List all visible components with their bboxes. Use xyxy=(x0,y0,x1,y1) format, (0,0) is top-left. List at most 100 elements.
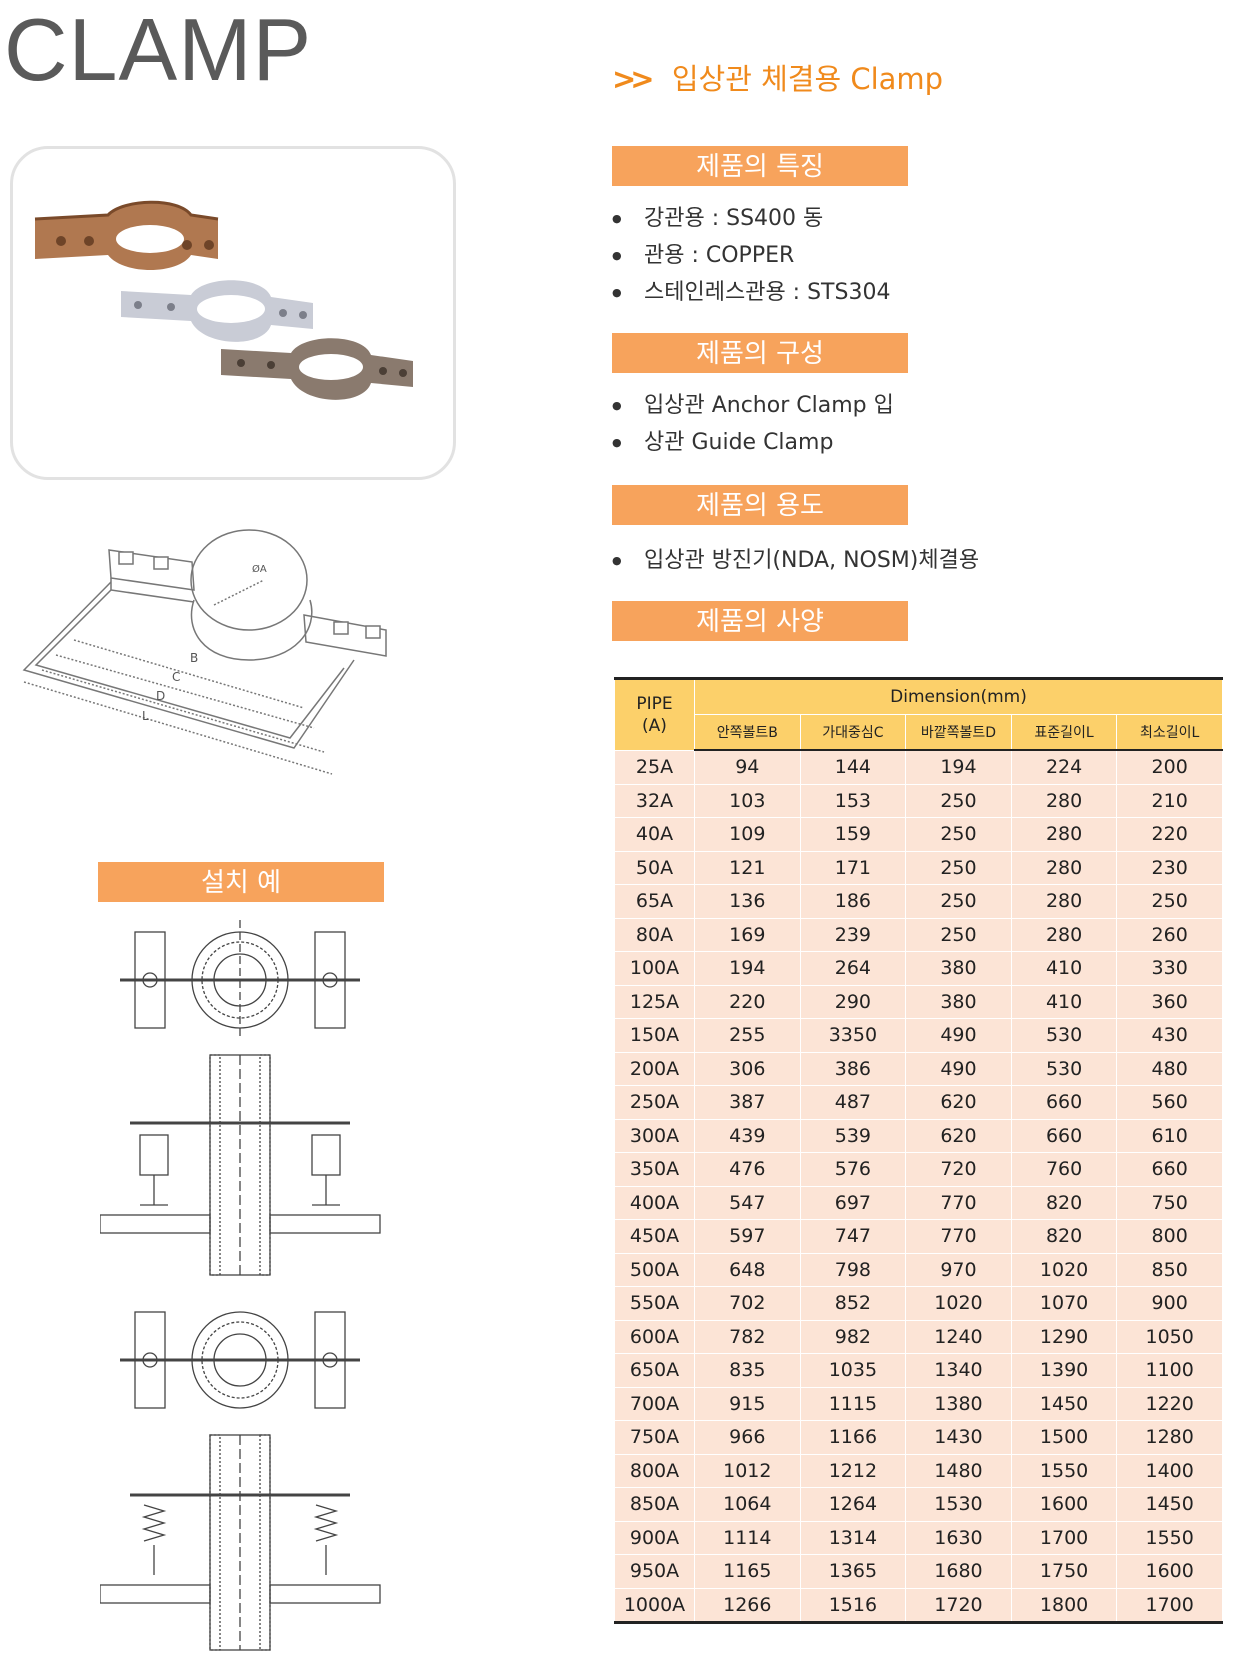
dimension-cell: 966 xyxy=(694,1420,801,1455)
label-c: C xyxy=(172,670,180,684)
dimension-cell: 750 xyxy=(1116,1185,1223,1220)
label-b: B xyxy=(190,651,198,665)
composition-list: 입상관 Anchor Clamp 입 상관 Guide Clamp xyxy=(612,387,894,461)
dimension-cell: 800 xyxy=(1116,1219,1223,1254)
install-top-view-2 xyxy=(120,1311,360,1409)
dimension-cell: 1050 xyxy=(1116,1319,1223,1354)
dimension-cell: 576 xyxy=(799,1152,907,1187)
dimension-cell: 660 xyxy=(1010,1118,1118,1153)
pipe-size-cell: 200A xyxy=(614,1051,695,1086)
dimension-cell: 280 xyxy=(1010,850,1118,885)
pipe-size-cell: 32A xyxy=(614,783,695,818)
pipe-header: PIPE(A) xyxy=(614,678,695,751)
dimension-cell: 660 xyxy=(1116,1152,1223,1187)
dimension-cell: 1012 xyxy=(694,1453,801,1488)
pipe-size-cell: 950A xyxy=(614,1554,695,1589)
pipe-size-cell: 850A xyxy=(614,1487,695,1522)
pipe-size-cell: 450A xyxy=(614,1219,695,1254)
clamp-dimension-drawing: ØA B C D L xyxy=(22,529,387,775)
install-side-view-1 xyxy=(100,1054,381,1276)
dimension-cell: 760 xyxy=(1010,1152,1118,1187)
dimension-cell: 171 xyxy=(799,850,907,885)
dimension-cell: 239 xyxy=(799,917,907,952)
pipe-size-cell: 500A xyxy=(614,1252,695,1287)
label-a: ØA xyxy=(252,563,267,575)
dimension-cell: 770 xyxy=(905,1185,1012,1220)
dimension-cell: 982 xyxy=(799,1319,907,1354)
dimension-cell: 1720 xyxy=(905,1587,1012,1623)
dimension-cell: 250 xyxy=(905,850,1012,885)
dimension-cell: 970 xyxy=(905,1252,1012,1287)
dimension-cell: 660 xyxy=(1010,1085,1118,1120)
page-title: CLAMP xyxy=(4,0,313,99)
list-item: 입상관 방진기(NDA, NOSM)체결용 xyxy=(612,542,979,579)
dimension-cell: 280 xyxy=(1010,783,1118,818)
dimension-cell: 1390 xyxy=(1010,1353,1118,1388)
dimension-cell: 1212 xyxy=(799,1453,907,1488)
dimension-cell: 1290 xyxy=(1010,1319,1118,1354)
pipe-size-cell: 600A xyxy=(614,1319,695,1354)
pipe-size-cell: 65A xyxy=(614,884,695,919)
dimension-cell: 1450 xyxy=(1116,1487,1223,1522)
dimension-cell: 360 xyxy=(1116,984,1223,1019)
list-item: 입상관 Anchor Clamp 입 xyxy=(612,387,894,424)
dimension-cell: 798 xyxy=(799,1252,907,1287)
dimension-cell: 852 xyxy=(799,1286,907,1321)
dimension-cell: 169 xyxy=(694,917,801,952)
column-header: 표준길이L xyxy=(1010,714,1118,751)
dimension-cell: 1340 xyxy=(905,1353,1012,1388)
dimension-cell: 306 xyxy=(694,1051,801,1086)
dimension-cell: 820 xyxy=(1010,1185,1118,1220)
pipe-size-cell: 125A xyxy=(614,984,695,1019)
column-header: 바깥쪽볼트D xyxy=(905,714,1012,751)
pipe-size-cell: 80A xyxy=(614,917,695,952)
dimension-cell: 490 xyxy=(905,1018,1012,1053)
features-list: 강관용 : SS400 동 관용 : COPPER 스테인레스관용 : STS3… xyxy=(612,200,890,311)
dimension-cell: 1100 xyxy=(1116,1353,1223,1388)
dimension-cell: 1500 xyxy=(1010,1420,1118,1455)
dimension-cell: 490 xyxy=(905,1051,1012,1086)
clamp-photo xyxy=(34,200,413,400)
dimension-cell: 900 xyxy=(1116,1286,1223,1321)
dimension-cell: 480 xyxy=(1116,1051,1223,1086)
column-header: 최소길이L xyxy=(1116,714,1223,751)
spec-table: PIPE(A) Dimension(mm) 안쪽볼트B 가대중심C 바깥쪽볼트D… xyxy=(614,677,1223,1624)
dimension-cell: 1314 xyxy=(799,1520,907,1555)
pipe-size-cell: 150A xyxy=(614,1018,695,1053)
dimension-cell: 1165 xyxy=(694,1554,801,1589)
dimension-cell: 250 xyxy=(905,817,1012,852)
dimension-cell: 1550 xyxy=(1116,1520,1223,1555)
dimension-cell: 1800 xyxy=(1010,1587,1118,1623)
dimension-cell: 1264 xyxy=(799,1487,907,1522)
dimension-cell: 186 xyxy=(799,884,907,919)
dimension-cell: 476 xyxy=(694,1152,801,1187)
install-top-view-1 xyxy=(120,920,360,1040)
dimension-cell: 1600 xyxy=(1010,1487,1118,1522)
dimension-cell: 386 xyxy=(799,1051,907,1086)
dimension-cell: 290 xyxy=(799,984,907,1019)
dimension-cell: 487 xyxy=(799,1085,907,1120)
dimension-cell: 1280 xyxy=(1116,1420,1223,1455)
dimension-cell: 1700 xyxy=(1116,1587,1223,1623)
dimension-cell: 648 xyxy=(694,1252,801,1287)
dimension-cell: 3350 xyxy=(799,1018,907,1053)
pipe-size-cell: 900A xyxy=(614,1520,695,1555)
label-d: D xyxy=(156,689,165,703)
dimension-cell: 194 xyxy=(905,749,1012,785)
pipe-size-cell: 50A xyxy=(614,850,695,885)
